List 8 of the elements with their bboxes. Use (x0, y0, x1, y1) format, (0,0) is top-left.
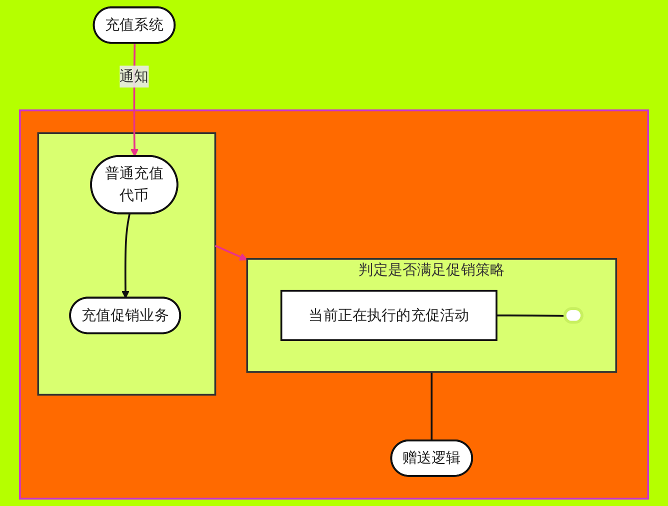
cluster (37, 132, 216, 396)
node-box: 当前正在执行的充促活动 (280, 290, 498, 341)
arrow (214, 244, 248, 261)
arrow (122, 214, 130, 298)
connector (496, 314, 566, 317)
connector (430, 372, 433, 440)
cluster (19, 109, 649, 500)
edge-label: 通知 (120, 67, 149, 85)
